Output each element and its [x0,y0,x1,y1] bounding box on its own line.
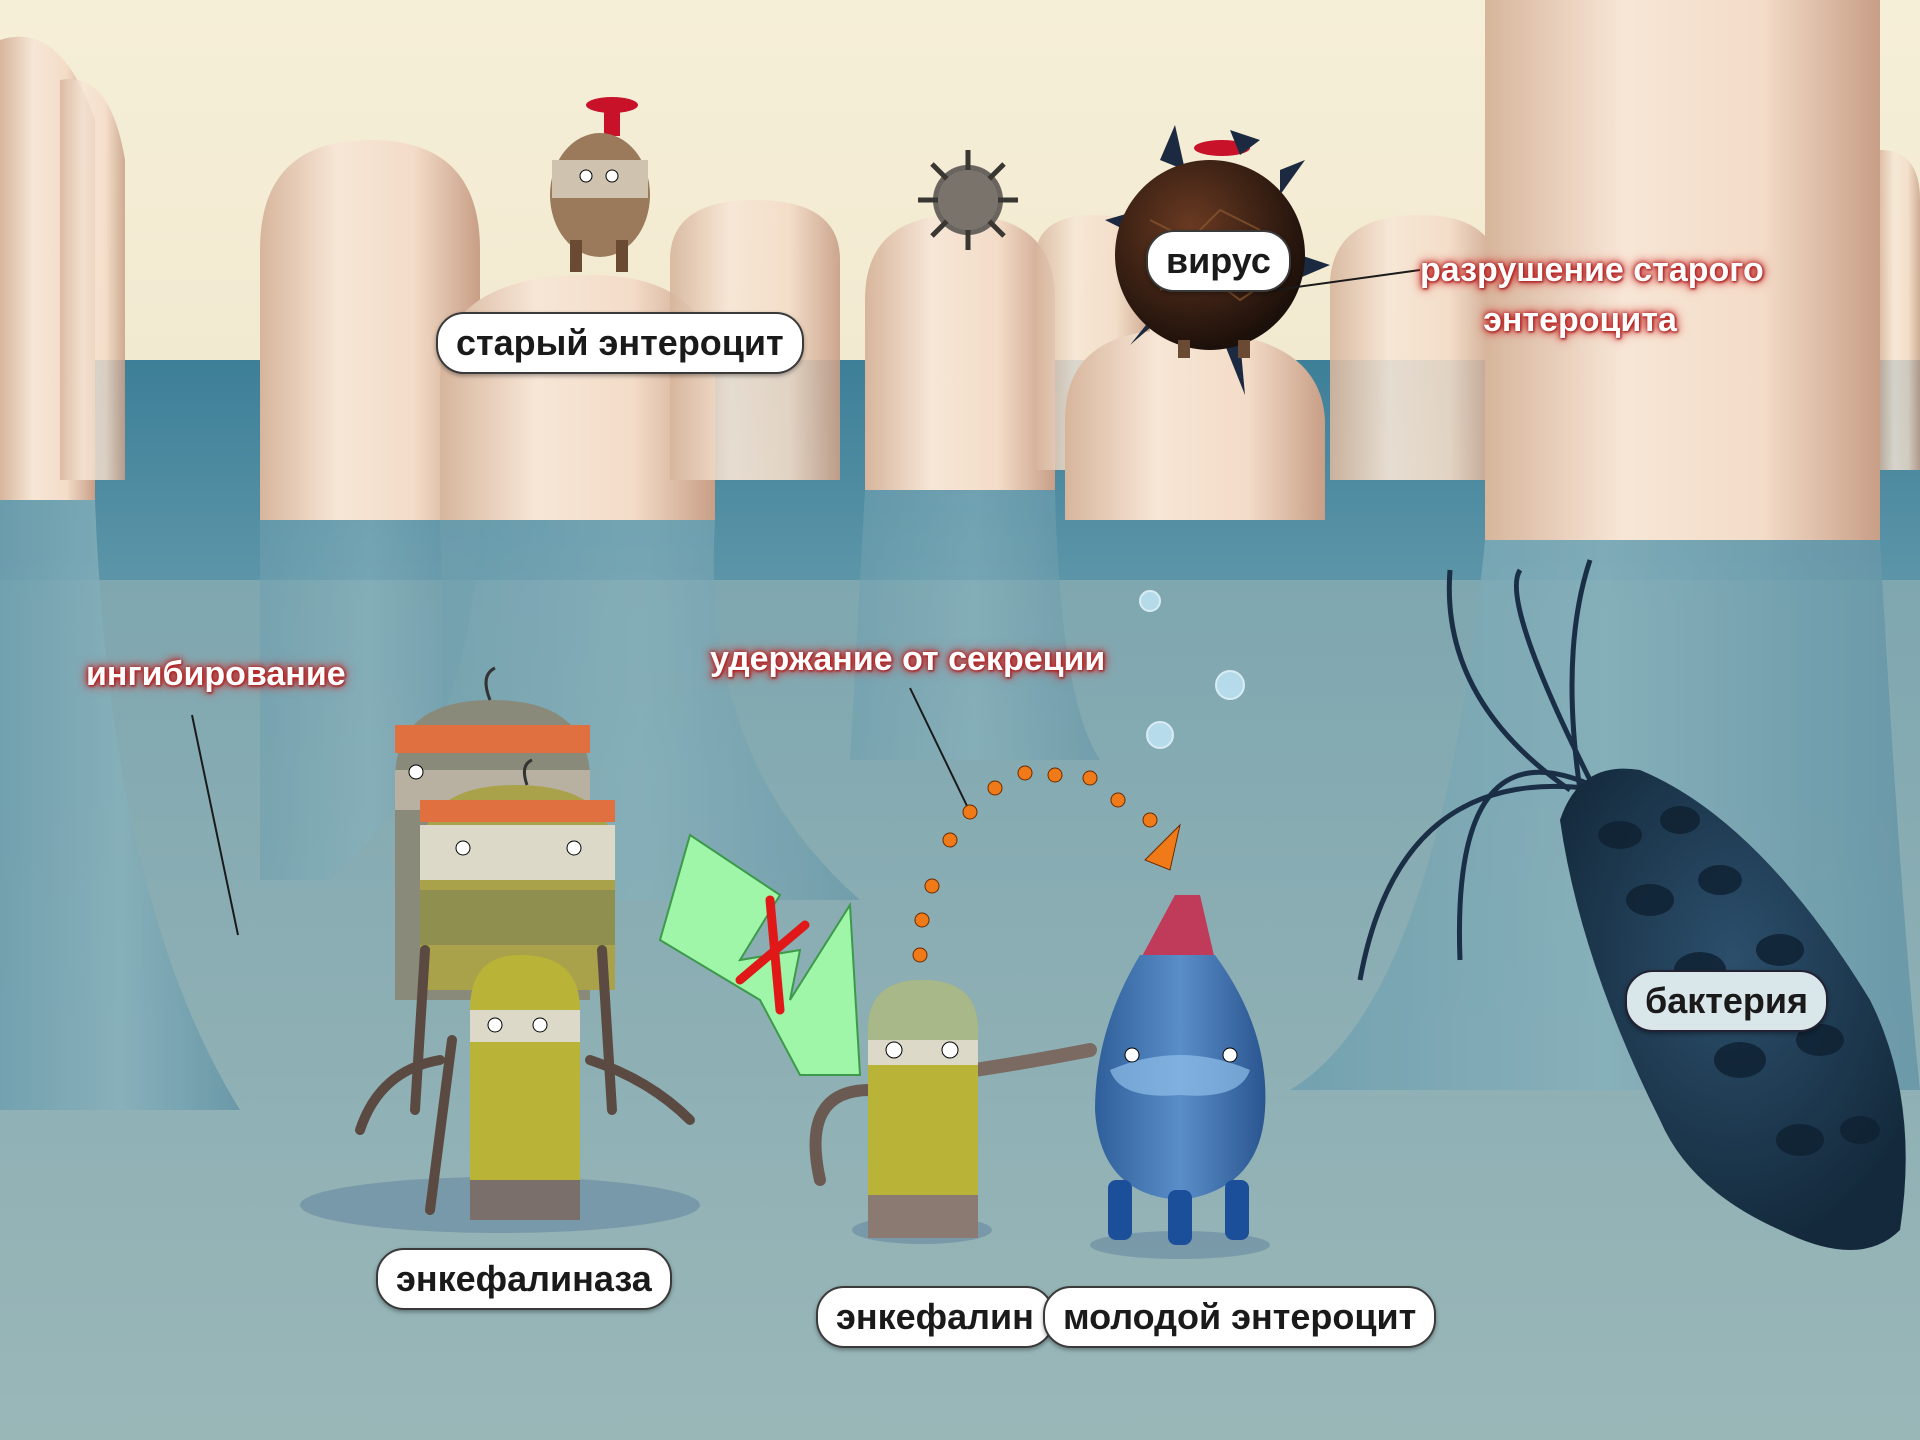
label-bacterium: бактерия [1625,970,1828,1032]
label-virus: вирус [1146,230,1291,292]
small-virus-icon [918,150,1018,250]
label-destruction-line1: разрушение старого [1420,245,1740,295]
label-enkephalinase: энкефалиназа [376,1248,672,1310]
label-young-enterocyte: молодой энтероцит [1043,1286,1436,1348]
label-destruction: разрушение старого энтероцита [1420,245,1740,345]
label-old-enterocyte: старый энтероцит [436,312,804,374]
label-inhibition: ингибирование [86,655,346,694]
label-enkephalin: энкефалин [816,1286,1054,1348]
label-destruction-line2: энтероцита [1420,295,1740,345]
label-secretion-hold: удержание от секреции [710,640,1105,679]
